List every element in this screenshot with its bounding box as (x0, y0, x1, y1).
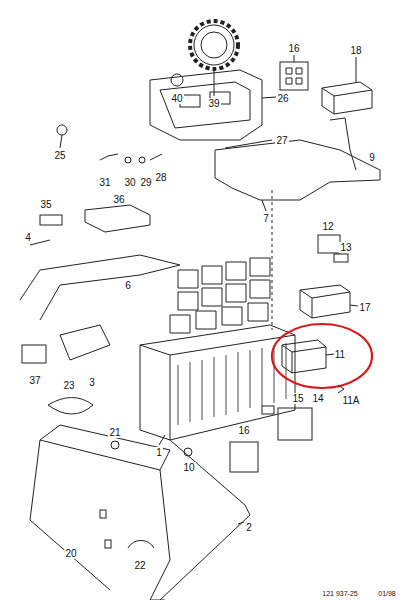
callout-number: 14 (311, 393, 324, 404)
callout-number: 4 (24, 232, 32, 243)
callout-number: 35 (39, 199, 52, 210)
connector-block (230, 442, 258, 472)
screw (57, 125, 67, 135)
callout-number: 31 (98, 177, 111, 188)
connector-pins (286, 68, 302, 84)
mounting-bracket (215, 140, 380, 200)
gear-teeth (190, 21, 238, 69)
clip (40, 215, 62, 225)
base-plate (150, 440, 250, 600)
fuse-slots (178, 343, 286, 425)
connector-block (278, 408, 312, 440)
callout-number: 13 (339, 242, 352, 253)
callout-number: 18 (349, 45, 362, 56)
callout-number: 1 (155, 447, 163, 458)
callout-number: 36 (112, 194, 125, 205)
callout-number: 17 (358, 302, 371, 313)
callout-number: 40 (170, 93, 183, 104)
callout-number: 26 (276, 93, 289, 104)
bracket-arm (330, 118, 356, 170)
leader-line (356, 57, 357, 82)
callout-number: 30 (123, 177, 136, 188)
callout-number: 20 (64, 548, 77, 559)
callout-number: 39 (207, 98, 220, 109)
callout-number: 10 (182, 462, 195, 473)
leader-line (214, 70, 215, 96)
holder-bracket (150, 70, 262, 140)
highlight-circle (272, 324, 372, 388)
connector-block (280, 62, 308, 90)
leader-line (238, 522, 244, 524)
screw (100, 154, 118, 160)
callout-number: 29 (139, 177, 152, 188)
callout-number: 27 (275, 135, 288, 146)
relay-plate-housing (140, 325, 295, 440)
callout-number: 25 (53, 150, 66, 161)
relay (282, 340, 326, 373)
pin (30, 240, 50, 245)
callout-number: 3 (88, 377, 96, 388)
callout-number: 16 (237, 425, 250, 436)
leader-line (326, 354, 334, 355)
screw (150, 154, 162, 160)
cover-tab (105, 540, 111, 548)
callout-number: 37 (28, 375, 41, 386)
knob (128, 540, 154, 548)
grommet (48, 398, 93, 415)
washer (139, 157, 145, 163)
cover-tab (100, 510, 106, 518)
retaining-rail (20, 255, 180, 320)
clip (338, 385, 344, 393)
connector (22, 345, 46, 363)
callout-number: 16 (287, 43, 300, 54)
callout-number: 6 (124, 280, 132, 291)
callout-number: 7 (262, 213, 270, 224)
relay-row (170, 258, 270, 333)
clip (334, 254, 348, 262)
small-part (262, 406, 274, 414)
leader-line (159, 435, 165, 445)
drawing-number: 01/98 (377, 590, 397, 598)
washer (125, 157, 131, 163)
bolt (184, 448, 192, 456)
callout-number: 23 (62, 380, 75, 391)
callout-number: 22 (133, 560, 146, 571)
drawing-number: 121 937-25 (321, 590, 358, 598)
callout-number: 15 (291, 393, 304, 404)
gear-wheel (194, 25, 234, 65)
leader-line (60, 135, 62, 148)
callout-number: 21 (108, 427, 121, 438)
cover (30, 425, 170, 600)
callout-number: 28 (154, 172, 167, 183)
bracket (60, 325, 110, 360)
callout-number: 12 (321, 221, 334, 232)
relay-cover (322, 82, 372, 114)
callout-number: 9 (368, 152, 376, 163)
callout-number: 11A (341, 395, 360, 406)
leader-line (294, 55, 295, 62)
leader-line (262, 97, 276, 98)
relay (300, 285, 350, 318)
assembly-line (272, 190, 273, 330)
gear-hub (201, 32, 227, 58)
callout-number: 11 (334, 349, 346, 360)
nut (171, 74, 183, 86)
callout-number: 2 (245, 522, 253, 533)
leader-line (262, 200, 266, 211)
leader-line (350, 305, 358, 306)
bracket-plate (85, 205, 150, 232)
relay-socket (318, 235, 340, 253)
bolt (111, 441, 119, 449)
